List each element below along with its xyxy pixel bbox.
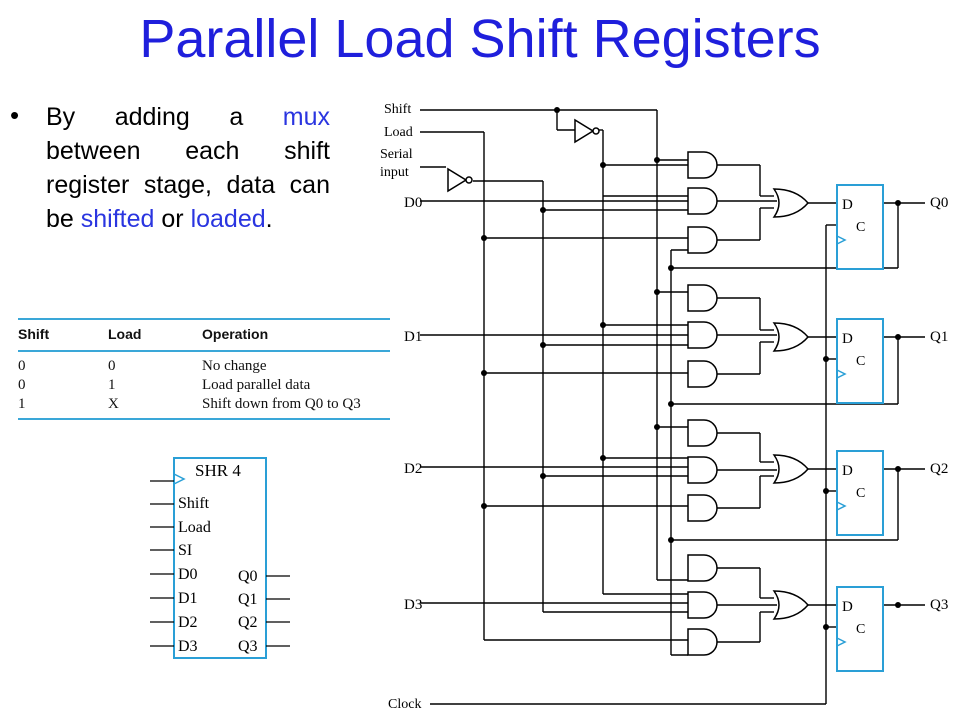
table-top-rule: [18, 318, 390, 320]
shr4-name: SHR 4: [195, 461, 241, 480]
bullet-dot: •: [10, 100, 20, 130]
d0-label: D0: [404, 195, 422, 211]
table-cell: 0: [18, 377, 26, 393]
shr4-output-q2: Q2: [238, 614, 258, 631]
ff2-c: C: [856, 486, 865, 501]
junction-dots: [481, 107, 901, 630]
ff0-c: C: [856, 220, 865, 235]
table-bottom-rule: [18, 418, 390, 420]
shr4-block-symbol: SHR 4 Shift Load SI D0 D1 D2 D3 Q0 Q1 Q2…: [150, 457, 290, 659]
shr4-input-si: SI: [178, 542, 192, 559]
shr4-input-d0: D0: [178, 566, 198, 583]
table-header-load: Load: [108, 326, 142, 342]
shr4-input-shift: Shift: [178, 495, 210, 512]
page-title: Parallel Load Shift Registers: [139, 9, 821, 69]
table-cell: 1: [108, 377, 116, 393]
d3-label: D3: [404, 597, 422, 613]
serial-input-label: input: [380, 165, 409, 180]
q3-label: Q3: [930, 597, 948, 613]
table-cell: Shift down from Q0 to Q3: [202, 396, 361, 412]
shr4-input-d1: D1: [178, 590, 198, 607]
clock-label: Clock: [388, 697, 421, 712]
clock-triangle-icon: [173, 473, 186, 485]
ff0-d: D: [842, 197, 853, 213]
shr4-input-d2: D2: [178, 614, 198, 631]
q0-label: Q0: [930, 195, 948, 211]
q2-label: Q2: [930, 461, 948, 477]
q1-label: Q1: [930, 329, 948, 345]
table-cell: Load parallel data: [202, 377, 311, 393]
ff3-c: C: [856, 622, 865, 637]
d2-label: D2: [404, 461, 422, 477]
d1-label: D1: [404, 329, 422, 345]
shr4-output-q1: Q1: [238, 591, 258, 608]
loaded-term: loaded: [190, 205, 266, 233]
table-header-operation: Operation: [202, 326, 269, 342]
table-cell: 0: [108, 358, 116, 374]
shr4-output-q0: Q0: [238, 568, 258, 585]
table-cell: 1: [18, 396, 26, 412]
serial-label: Serial: [380, 147, 413, 162]
table-header-rule: [18, 350, 390, 352]
ff2-d: D: [842, 463, 853, 479]
shr4-input-load: Load: [178, 519, 211, 536]
shift-label: Shift: [384, 102, 411, 117]
mux-term: mux: [282, 103, 330, 131]
table-cell: 0: [18, 358, 26, 374]
ff3-d: D: [842, 599, 853, 615]
bullet-text: By adding a mux between each shift regis…: [46, 103, 330, 233]
shr4-output-q3: Q3: [238, 638, 258, 655]
ff1-d: D: [842, 331, 853, 347]
shr4-input-d3: D3: [178, 638, 198, 655]
wires: [420, 109, 925, 705]
shifted-term: shifted: [80, 205, 155, 233]
table-cell: X: [108, 396, 119, 412]
load-inverter: [574, 118, 600, 144]
shr4-box: [173, 457, 267, 659]
table-header-shift: Shift: [18, 326, 50, 342]
load-label: Load: [384, 125, 413, 140]
shift-inverter: [447, 167, 473, 193]
ff1-c: C: [856, 354, 865, 369]
table-cell: No change: [202, 358, 267, 374]
